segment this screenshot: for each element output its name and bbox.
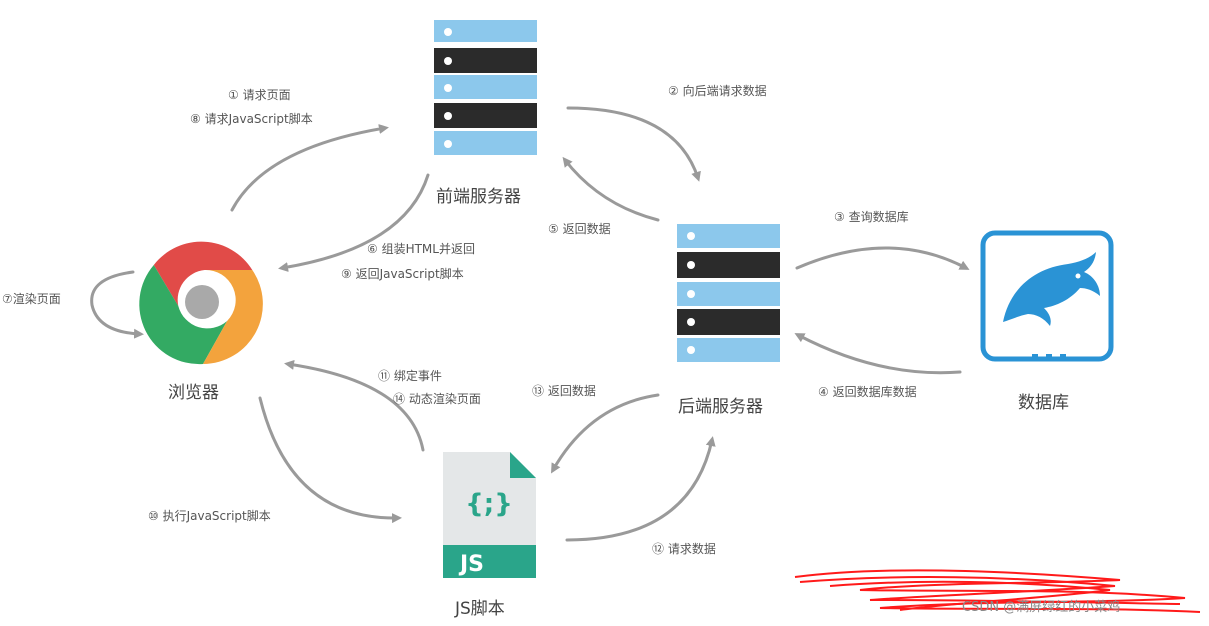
frontend-server-label: 前端服务器 <box>436 187 521 207</box>
step-7-label: ⑦渲染页面 <box>2 292 61 306</box>
js-badge-text: JS <box>458 552 484 577</box>
js-script-icon <box>443 452 536 578</box>
arrow-request-data <box>565 436 716 542</box>
step-13-label: ⑬ 返回数据 <box>532 384 596 398</box>
browser-label: 浏览器 <box>168 383 219 403</box>
arrow-render-page <box>90 270 144 339</box>
csdn-watermark: CSDN @满屏绿红的小菜鸡 <box>962 600 1121 615</box>
arrow-execute-js <box>258 396 402 524</box>
backend-server-icon <box>677 224 780 362</box>
js-script-label: JS脚本 <box>455 599 505 619</box>
browser-icon <box>139 241 263 365</box>
arrow-return-data-to-js <box>551 393 660 474</box>
step-2-label: ② 向后端请求数据 <box>668 84 767 98</box>
arrow-request-page <box>230 124 389 212</box>
step-10-label: ⑩ 执行JavaScript脚本 <box>148 509 271 523</box>
step-11-label: ⑪ 绑定事件 <box>378 369 442 383</box>
step-6-label: ⑥ 组装HTML并返回 <box>367 242 475 256</box>
arrow-request-backend <box>566 106 701 182</box>
step-4-label: ④ 返回数据库数据 <box>818 385 917 399</box>
database-label: 数据库 <box>1018 393 1069 413</box>
scribble-overlay <box>794 569 1201 613</box>
arrow-return-html <box>278 173 430 272</box>
step-1-label: ① 请求页面 <box>228 88 291 102</box>
js-braces-symbol: {;} <box>465 489 512 519</box>
step-9-label: ⑨ 返回JavaScript脚本 <box>341 267 464 281</box>
arrow-return-db-data <box>794 333 962 375</box>
step-8-label: ⑧ 请求JavaScript脚本 <box>190 112 313 126</box>
step-5-label: ⑤ 返回数据 <box>548 222 611 236</box>
database-icon <box>980 230 1114 362</box>
step-14-label: ⑭ 动态渲染页面 <box>393 392 481 406</box>
arrow-return-data <box>562 156 660 222</box>
arrow-query-db <box>795 246 970 270</box>
arrow-bind-events <box>284 359 425 452</box>
backend-server-label: 后端服务器 <box>678 397 763 417</box>
step-12-label: ⑫ 请求数据 <box>652 542 716 556</box>
step-3-label: ③ 查询数据库 <box>834 210 909 224</box>
frontend-server-icon <box>434 20 537 155</box>
